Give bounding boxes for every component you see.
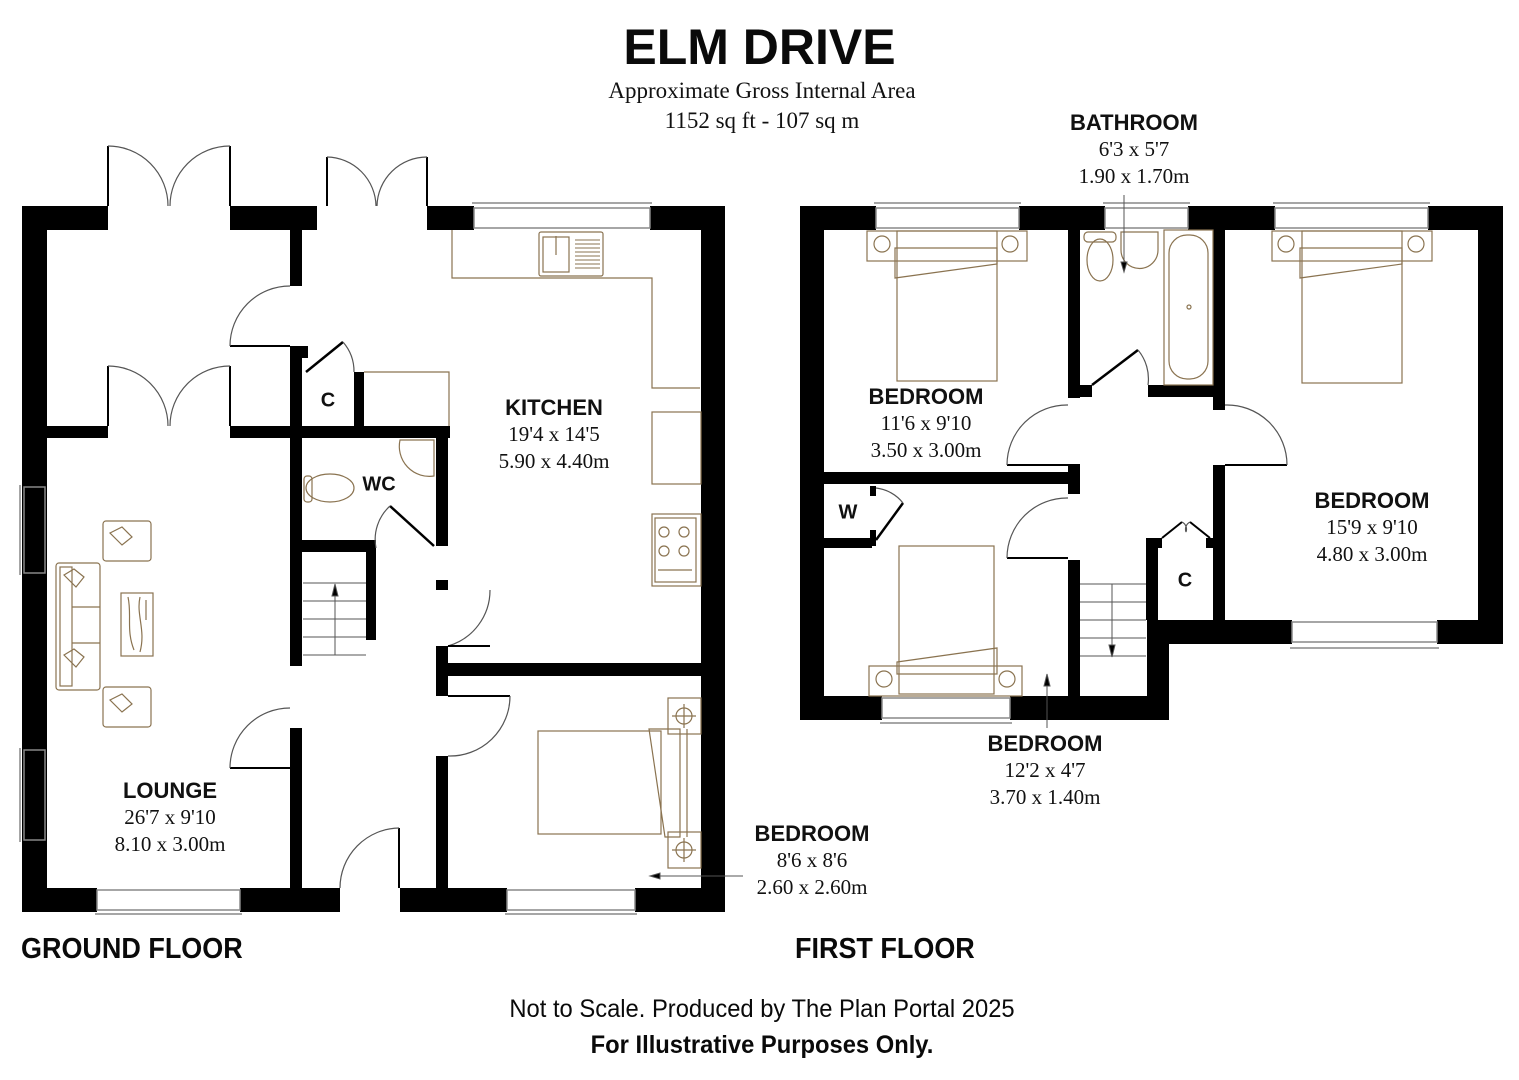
cupboard-label-first: C <box>1177 569 1193 592</box>
cupboard-label-ground: C <box>320 389 336 412</box>
bedroom3-pointer <box>1043 673 1051 728</box>
first-floor-stairs <box>1080 583 1146 658</box>
room-label-lounge: LOUNGE 26'7 x 9'10 8.10 x 3.00m <box>114 778 226 856</box>
wc-label: WC <box>362 473 396 496</box>
ground-floor-windows <box>19 202 652 915</box>
ground-bedroom-pointer <box>648 872 743 880</box>
room-label-bedroom-2: BEDROOM 15'9 x 9'10 4.80 x 3.00m <box>1314 488 1430 566</box>
first-floor-doors <box>874 349 1288 559</box>
first-floor-beds <box>866 230 1433 697</box>
first-floor-windows <box>874 202 1439 724</box>
room-label-bedroom-3: BEDROOM 12'2 x 4'7 3.70 x 1.40m <box>987 731 1103 809</box>
plan-area: 1152 sq ft - 107 sq m <box>664 108 860 133</box>
first-floor-walls <box>800 206 1503 720</box>
bathroom-pointer <box>1120 195 1128 274</box>
footer-notice: For Illustrative Purposes Only. <box>590 1031 934 1059</box>
room-label-ground-bedroom: BEDROOM 8'6 x 8'6 2.60 x 2.60m <box>754 821 870 899</box>
ground-floor-doors <box>107 145 511 889</box>
plan-title: ELM DRIVE <box>623 19 896 75</box>
ground-floor-stairs <box>303 582 366 656</box>
kitchen-fixtures <box>364 230 702 587</box>
plan-subtitle: Approximate Gross Internal Area <box>608 78 916 103</box>
lounge-furniture <box>55 520 154 728</box>
ground-bedroom-furniture <box>537 697 702 869</box>
first-floor-label: FIRST FLOOR <box>795 933 975 965</box>
ground-floor-label: GROUND FLOOR <box>21 933 243 965</box>
ground-floor-walls <box>22 206 725 912</box>
room-label-bathroom: BATHROOM 6'3 x 5'7 1.90 x 1.70m <box>1070 110 1198 188</box>
room-label-kitchen: KITCHEN 19'4 x 14'5 5.90 x 4.40m <box>498 395 610 473</box>
footer-disclaimer: Not to Scale. Produced by The Plan Porta… <box>509 995 1015 1023</box>
wc-fixtures <box>303 439 435 503</box>
bathroom-fixtures <box>1083 229 1214 386</box>
room-label-bedroom-1: BEDROOM 11'6 x 9'10 3.50 x 3.00m <box>868 384 984 462</box>
wardrobe-label: W <box>838 501 858 524</box>
